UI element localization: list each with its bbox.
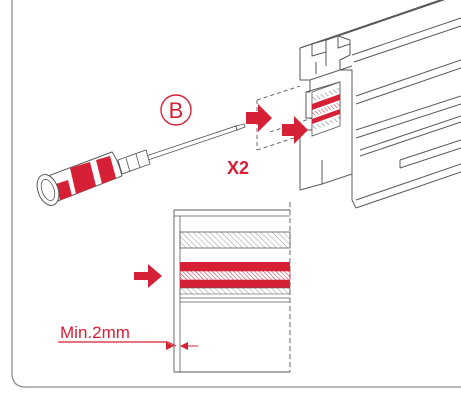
lighting-module [311, 81, 341, 137]
push-arrow-icon [134, 264, 162, 288]
push-arrow-icon [246, 104, 272, 132]
insertion-guide [256, 85, 313, 151]
callout-circle [160, 94, 192, 126]
push-arrow-icon [282, 116, 308, 144]
track-profile [299, 0, 461, 209]
dimension-marker [58, 341, 198, 350]
callout-letter: B [169, 98, 184, 123]
count-label: X2 [227, 158, 249, 178]
screwdriver-icon [36, 123, 246, 206]
dimension-text: Min.2mm [60, 323, 130, 342]
panel-border [11, 0, 461, 388]
